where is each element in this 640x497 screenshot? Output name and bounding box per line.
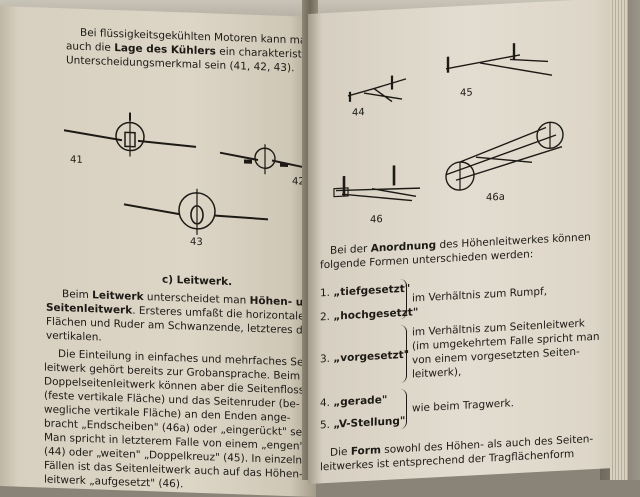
aircraft-tail-sketch-46a: [445, 121, 564, 191]
page-edges: [610, 0, 628, 480]
fig-label-46: 46: [370, 214, 383, 226]
fig-label-44: 44: [352, 107, 365, 119]
aircraft-front-view-41: [63, 112, 197, 157]
aircraft-tail-sketch-45: [445, 43, 553, 76]
aircraft-front-view-43: [123, 188, 269, 235]
list-item-3: 3. „vorgesetzt": [320, 348, 410, 366]
para1-line-4: vertikalen.: [46, 329, 102, 344]
fig-label-46a: 46a: [486, 191, 505, 204]
brace-b: [400, 324, 407, 384]
brace-text-c: wie beim Tragwerk.: [412, 397, 514, 415]
right-page: 44 45 46 46a Bei der Anordnung des Höhen…: [308, 0, 626, 485]
fig-label-41: 41: [70, 154, 83, 166]
brace-c: [400, 388, 407, 430]
brace-text-a: im Verhältnis zum Rumpf,: [412, 285, 548, 305]
left-page: Bei flüssigkeitsgekühlten Motoren kann m…: [0, 6, 316, 497]
list-item-1: 1. „tiefgesetzt": [320, 282, 411, 300]
brace-a: [400, 278, 407, 320]
aircraft-tail-sketch-46: [333, 165, 421, 202]
list-item-4: 4. „gerade": [320, 393, 388, 410]
fig-label-45: 45: [460, 87, 473, 100]
aircraft-front-view-42: [219, 144, 307, 175]
list-item-5: 5. „V-Stellung": [320, 414, 406, 432]
section-heading-leitwerk: c) Leitwerk.: [162, 273, 233, 289]
brace-text-b-4: leitwerk),: [412, 365, 462, 381]
aircraft-tail-sketch-44: [347, 75, 407, 103]
fig-label-43: 43: [190, 236, 203, 249]
